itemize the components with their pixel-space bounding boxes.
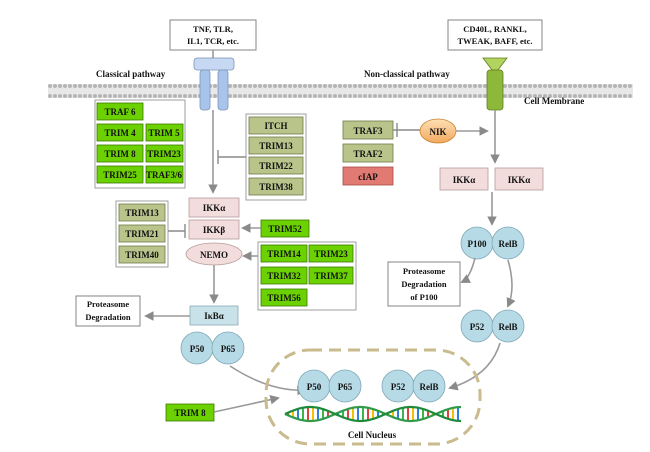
membrane-label: Cell Membrane <box>524 96 584 106</box>
traf36-label: TRAF3/6 <box>146 170 183 180</box>
traf-ciap-group: TRAF3 TRAF2 cIAP <box>342 120 394 186</box>
trim13-label: TRIM13 <box>259 141 293 151</box>
nemo-label: NEMO <box>200 250 228 260</box>
classical-ligand-box: TNF, TLR, IL1, TCR, etc. <box>169 19 257 51</box>
p100-degradation-line-3: of P100 <box>410 292 437 302</box>
ligand-line-1: TNF, TLR, <box>193 24 233 34</box>
ikba-label: IκBα <box>204 311 224 321</box>
trim52-label: TRIM52 <box>268 224 302 234</box>
trim38-label: TRIM38 <box>259 182 293 192</box>
relb-1-circle <box>491 226 525 260</box>
p65-circle <box>211 331 245 365</box>
non-classical-pathway-label: Non-classical pathway <box>364 69 450 79</box>
ikkb-label: IKKβ <box>203 225 226 235</box>
trim32-label: TRIM32 <box>267 271 301 281</box>
ligand-nc-line-1: CD40L, RANKL, <box>463 24 527 34</box>
ligand-nc-line-2: TWEAK, BAFF, etc. <box>457 36 532 46</box>
p100-degradation-arrow <box>460 257 476 283</box>
traf6-label: TRAF 6 <box>105 107 136 117</box>
dna-helix <box>284 405 462 423</box>
degradation-line-2: Degradation <box>85 312 131 322</box>
nucleus-p50-label: P50 <box>307 382 322 392</box>
non-classical-ligand-box: CD40L, RANKL, TWEAK, BAFF, etc. <box>447 19 543 51</box>
ikk-inhibitor-group: TRIM13 TRIM21 TRIM40 <box>115 200 169 268</box>
p52-label: P52 <box>470 322 485 332</box>
p100-degradation-line-2: Degradation <box>401 279 447 289</box>
nucleus-label: Cell Nucleus <box>348 430 397 440</box>
itch-label: ITCH <box>264 121 287 131</box>
nucleus-p65-circle <box>328 369 362 403</box>
nucleus-p65-label: P65 <box>338 382 353 392</box>
traf3-label: TRAF3 <box>354 126 383 136</box>
ikk-complex: IKKα IKKβ NEMO <box>185 197 243 266</box>
trim8-label: TRIM 8 <box>104 149 136 159</box>
relb-2-circle <box>491 309 525 343</box>
traf-trim-group: TRAF 6 TRIM 4 TRIM 5 TRIM 8 TRIM23 TRIM2… <box>94 99 186 189</box>
itch-trim-group: ITCH TRIM13 TRIM22 TRIM38 <box>245 113 307 201</box>
trim4-label: TRIM 4 <box>104 128 136 138</box>
ikka-label: IKKα <box>203 203 226 213</box>
trim22-label: TRIM22 <box>259 161 293 171</box>
nik-label: NIK <box>429 127 446 137</box>
nemo-trim-group: TRIM14 TRIM23 TRIM32 TRIM37 TRIM56 <box>257 241 357 311</box>
trim37-label: TRIM37 <box>314 271 348 281</box>
trim21-label: TRIM21 <box>125 229 159 239</box>
cell-nucleus: P50 P65 P52 RelB Cell Nucleus <box>264 348 482 446</box>
relb-1-label: RelB <box>499 239 518 249</box>
trim56-label: TRIM56 <box>267 293 301 303</box>
p50-label: P50 <box>190 344 205 354</box>
trim23-label: TRIM23 <box>147 149 181 159</box>
ligand-line-2: IL1, TCR, etc. <box>187 36 239 46</box>
p100-label: P100 <box>468 239 487 249</box>
trim25-label: TRIM25 <box>103 170 137 180</box>
p100-to-p52-arrow <box>506 259 516 308</box>
non-classical-receptor <box>482 57 508 111</box>
p65-label: P65 <box>221 344 236 354</box>
p100-degradation-box <box>387 261 461 307</box>
nc-to-nucleus-arrow <box>448 342 501 391</box>
trim13-ikk-label: TRIM13 <box>125 208 159 218</box>
trim8-arrow <box>213 394 280 413</box>
nucleus-relb-label: RelB <box>420 382 439 392</box>
ikka-nc-2-label: IKKα <box>508 175 531 185</box>
trim14-label: TRIM14 <box>267 249 301 259</box>
ikka-nc-1-box <box>439 167 489 191</box>
trim23-nemo-label: TRIM23 <box>314 249 348 259</box>
trim40-label: TRIM40 <box>125 250 159 260</box>
trim5-label: TRIM 5 <box>148 128 180 138</box>
relb-2-label: RelB <box>499 322 518 332</box>
traf2-label: TRAF2 <box>354 149 383 159</box>
classical-degradation-box <box>75 295 141 327</box>
trim8-nucleus-label: TRIM 8 <box>174 408 206 418</box>
degradation-line-1: Proteasome <box>87 299 130 309</box>
nucleus-p52-label: P52 <box>391 382 406 392</box>
p100-degradation-line-1: Proteasome <box>403 266 446 276</box>
ikka-nc-2-box <box>494 167 544 191</box>
classical-to-nucleus-arrow <box>229 365 307 396</box>
classical-pathway-label: Classical pathway <box>96 69 166 79</box>
ikka-nc-1-label: IKKα <box>453 175 476 185</box>
ciap-label: cIAP <box>358 172 378 182</box>
nucleus-relb-circle <box>412 369 446 403</box>
classical-receptor <box>193 57 235 111</box>
trim8-nucleus-box <box>165 403 215 422</box>
